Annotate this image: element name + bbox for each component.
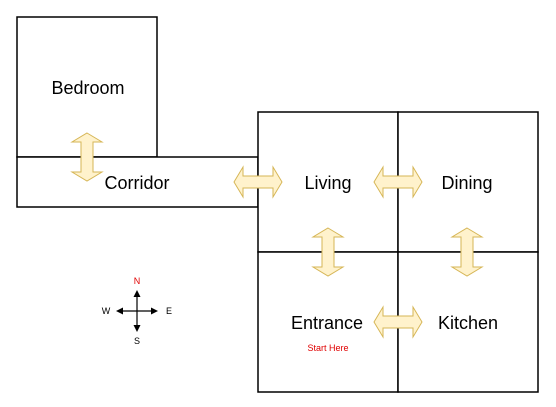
arrow-entrance-kitchen <box>373 305 423 339</box>
room-label-entrance: Entrance <box>291 313 363 333</box>
arrow-corridor-living <box>233 165 283 199</box>
arrow-dining-kitchen <box>450 227 484 277</box>
compass-west-label: W <box>102 306 111 316</box>
room-corridor <box>16 156 259 208</box>
compass-south-label: S <box>134 336 140 346</box>
compass-rose: N S W E <box>102 276 172 346</box>
room-label-living: Living <box>304 173 351 193</box>
room-label-dining: Dining <box>441 173 492 193</box>
start-here-note: Start Here <box>307 343 348 353</box>
arrow-living-dining <box>373 165 423 199</box>
arrow-bedroom-corridor <box>70 132 104 182</box>
arrow-living-entrance <box>311 227 345 277</box>
compass-east-label: E <box>166 306 172 316</box>
room-label-kitchen: Kitchen <box>438 313 498 333</box>
compass-north-label: N <box>134 276 141 286</box>
room-label-corridor: Corridor <box>104 173 169 193</box>
connection-arrows <box>70 132 484 339</box>
room-label-bedroom: Bedroom <box>51 78 124 98</box>
